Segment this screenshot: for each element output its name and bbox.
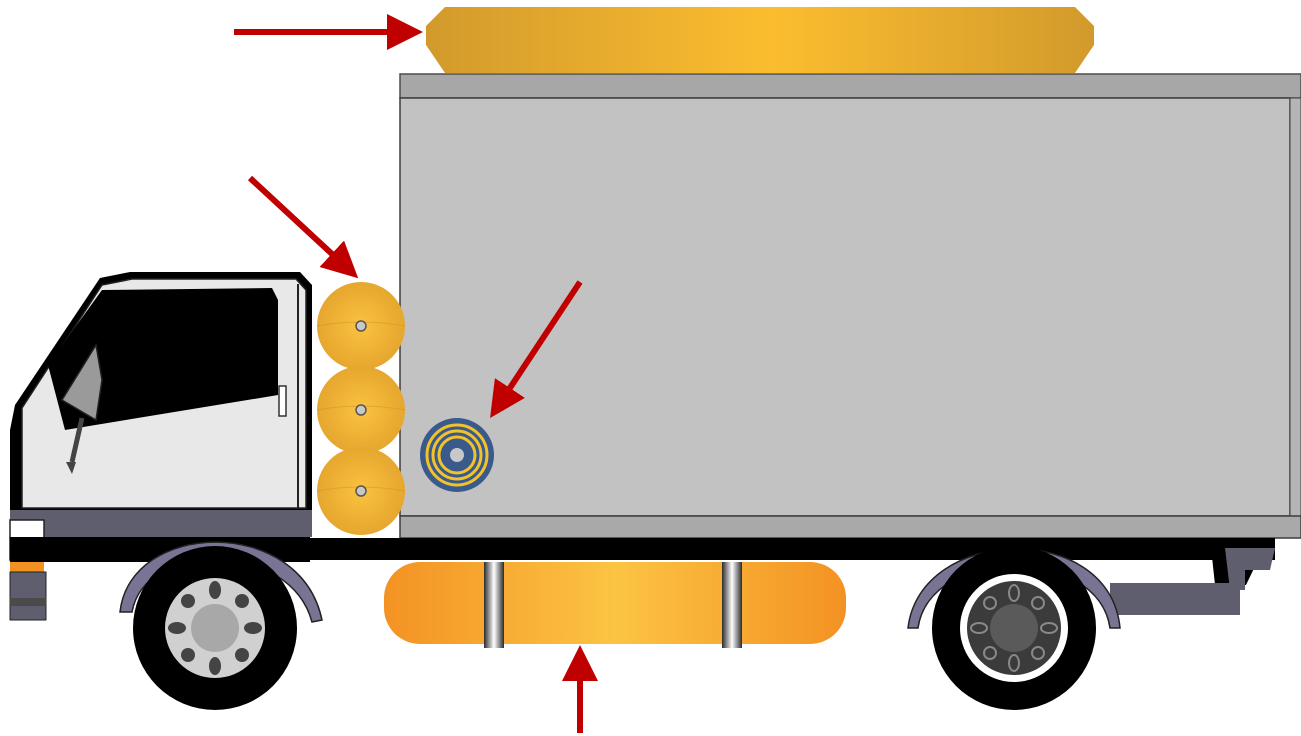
- arrow-icon: [490, 280, 583, 419]
- cargo-box: [399, 73, 1301, 539]
- arrow-icon: [247, 175, 359, 279]
- callout-arrows: [234, 14, 598, 733]
- cylinder-bottom: [316, 447, 406, 535]
- rear-wheel-icon: [932, 546, 1096, 710]
- cylinder-middle: [316, 366, 406, 454]
- chassis-mounted-tank: [384, 562, 846, 648]
- front-wheel-icon: [133, 546, 297, 710]
- behind-cab-cylinders: [316, 282, 406, 535]
- roof-mounted-tank: [426, 7, 1094, 73]
- body-side-fitting: [420, 418, 494, 492]
- truck-cab: [9, 272, 312, 621]
- cylinder-top: [316, 282, 406, 370]
